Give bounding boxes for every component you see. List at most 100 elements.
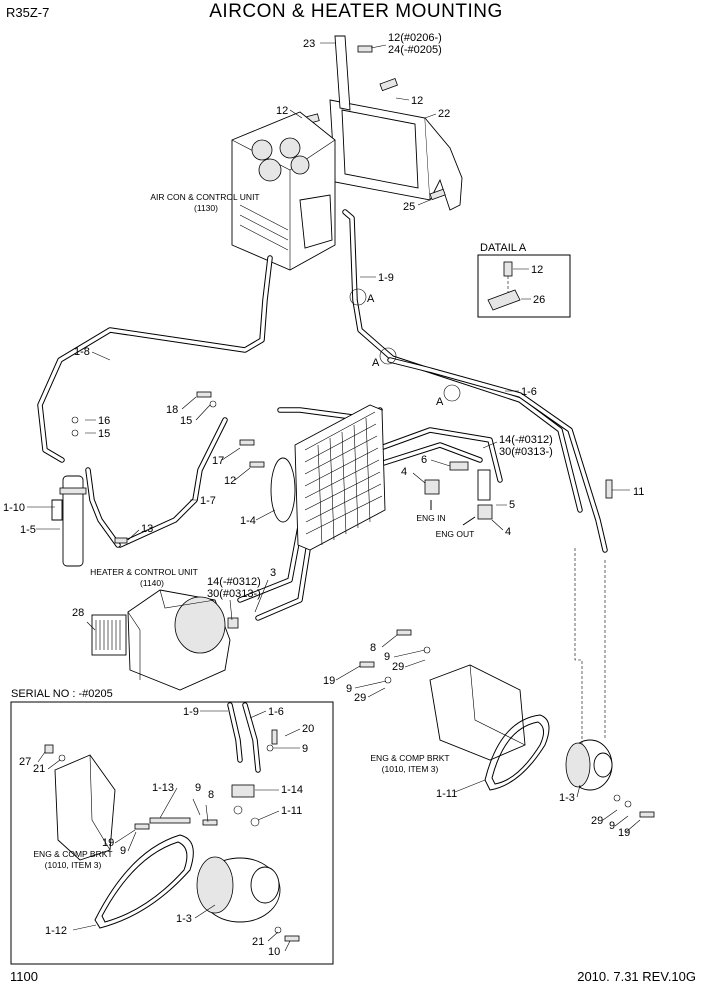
callout-12-left: 12 xyxy=(276,105,288,117)
inset-bracket xyxy=(54,754,116,861)
inset-hoses xyxy=(227,702,261,773)
model-code: R35Z-7 xyxy=(6,5,49,20)
callout-detail-12: 12 xyxy=(531,264,543,276)
revision-date: 2010. 7.31 REV.10G xyxy=(577,969,696,984)
callout-9-a: 9 xyxy=(384,651,390,663)
callout-detail-26: 26 xyxy=(533,294,545,306)
callout-a-2: A xyxy=(372,357,380,369)
inset-callout-21-b: 21 xyxy=(252,936,264,948)
inset-callout-1-3: 1-3 xyxy=(176,913,192,925)
water-valve xyxy=(424,461,493,520)
callout-28: 28 xyxy=(72,607,84,619)
inset-eng-comp-brkt-label: ENG & COMP BRKT xyxy=(33,849,112,859)
inset-callout-9-b: 9 xyxy=(195,782,201,794)
inset-eng-comp-brkt-ref: (1010, ITEM 3) xyxy=(45,860,102,870)
callout-24-0205: 24(-#0205) xyxy=(388,44,442,56)
callout-29-b: 29 xyxy=(354,692,366,704)
callout-17: 17 xyxy=(212,455,224,467)
callout-29-c: 29 xyxy=(591,815,603,827)
callout-15-b: 15 xyxy=(98,428,110,440)
callout-11: 11 xyxy=(633,486,644,498)
inset-callout-1-6: 1-6 xyxy=(268,706,284,718)
eng-out-label: ENG OUT xyxy=(436,529,475,539)
inset-callout-20: 20 xyxy=(302,723,314,735)
callout-a-1: A xyxy=(367,293,375,305)
hose-1-9 xyxy=(342,209,583,513)
inset-fasteners xyxy=(44,729,300,942)
aircon-unit-ref: (1130) xyxy=(194,203,218,213)
eng-comp-brkt-label: ENG & COMP BRKT xyxy=(370,753,449,763)
callout-1-7: 1-7 xyxy=(200,495,216,507)
callout-30-0313: 30(#0313-) xyxy=(499,446,553,458)
condenser xyxy=(270,404,386,551)
callout-9-c: 9 xyxy=(609,820,615,832)
callout-a-3: A xyxy=(436,396,444,408)
eng-comp-bracket xyxy=(429,664,526,761)
callout-8: 8 xyxy=(370,642,376,654)
inset-callout-1-9: 1-9 xyxy=(183,706,199,718)
heater-control-unit xyxy=(127,589,231,691)
fitting-clamps xyxy=(349,288,461,402)
callout-9-b: 9 xyxy=(346,683,352,695)
callout-19-c: 19 xyxy=(618,827,630,839)
inset-callout-19: 19 xyxy=(102,837,114,849)
serial-inset-box xyxy=(10,701,334,965)
callout-3: 3 xyxy=(270,567,276,579)
serial-label: SERIAL NO : -#0205 xyxy=(11,688,113,700)
callout-18: 18 xyxy=(166,404,178,416)
callout-1-11: 1-11 xyxy=(436,788,457,800)
callout-4-b: 4 xyxy=(505,526,511,538)
callout-1-5: 1-5 xyxy=(20,524,36,536)
callout-1-8: 1-8 xyxy=(74,346,90,358)
aircon-control-unit xyxy=(231,111,336,271)
inset-callout-1-12: 1-12 xyxy=(45,925,67,937)
inset-callout-1-11: 1-11 xyxy=(281,805,302,817)
detail-a-title: DATAIL A xyxy=(480,242,527,254)
page-title: AIRCON & HEATER MOUNTING xyxy=(209,1,503,22)
callout-labels: 23 12(#0206-) 24(-#0205) 12 22 12 25 1-9… xyxy=(3,32,644,839)
callout-30-b: 30(#0313-) xyxy=(207,588,261,600)
callout-15-a: 15 xyxy=(180,415,192,427)
inset-callout-9-a: 9 xyxy=(302,743,308,755)
mounting-bracket-22 xyxy=(329,35,463,211)
callout-5: 5 xyxy=(509,499,515,511)
callout-23: 23 xyxy=(303,38,315,50)
eng-out-arrow xyxy=(462,516,476,526)
fasteners xyxy=(71,391,655,818)
callout-1-4: 1-4 xyxy=(240,515,256,527)
callout-12-top: 12 xyxy=(411,95,423,107)
callout-29-a: 29 xyxy=(392,661,404,673)
callout-1-10: 1-10 xyxy=(3,502,25,514)
detail-a-box xyxy=(477,254,571,318)
callout-12-mid: 12 xyxy=(224,475,236,487)
inset-callout-10: 10 xyxy=(268,946,280,958)
compressor-1-3 xyxy=(565,739,613,791)
cabin-filter-28 xyxy=(91,614,127,656)
heater-unit-label: HEATER & CONTROL UNIT xyxy=(90,567,198,577)
callout-22: 22 xyxy=(438,108,450,120)
page-number: 1100 xyxy=(10,969,38,984)
callout-1-9: 1-9 xyxy=(378,272,394,284)
callout-19-a: 19 xyxy=(323,675,335,687)
callout-13: 13 xyxy=(141,523,153,535)
heater-unit-ref: (1140) xyxy=(140,578,164,588)
aircon-unit-label: AIR CON & CONTROL UNIT xyxy=(150,192,259,202)
inset-callout-1-14: 1-14 xyxy=(281,784,303,796)
inset-callout-labels: 1-9 1-6 20 9 27 21 1-13 9 8 1-14 1-11 19… xyxy=(19,706,314,958)
inset-compressor xyxy=(196,856,281,923)
inset-callout-21: 21 xyxy=(33,763,45,775)
hose-1-8 xyxy=(37,255,273,463)
inset-callout-1-13: 1-13 xyxy=(152,782,174,794)
callout-14-b: 14(-#0312) xyxy=(207,576,261,588)
receiver-drier xyxy=(51,475,87,567)
callout-4-a: 4 xyxy=(401,466,407,478)
leader-lines xyxy=(27,42,641,952)
eng-in-label: ENG IN xyxy=(416,513,445,523)
callout-1-6: 1-6 xyxy=(521,386,537,398)
callout-16: 16 xyxy=(98,415,110,427)
inset-callout-8: 8 xyxy=(208,789,214,801)
inset-callout-27: 27 xyxy=(19,756,31,768)
callout-12-0206: 12(#0206-) xyxy=(388,32,442,44)
hose-1-7 xyxy=(85,417,228,548)
